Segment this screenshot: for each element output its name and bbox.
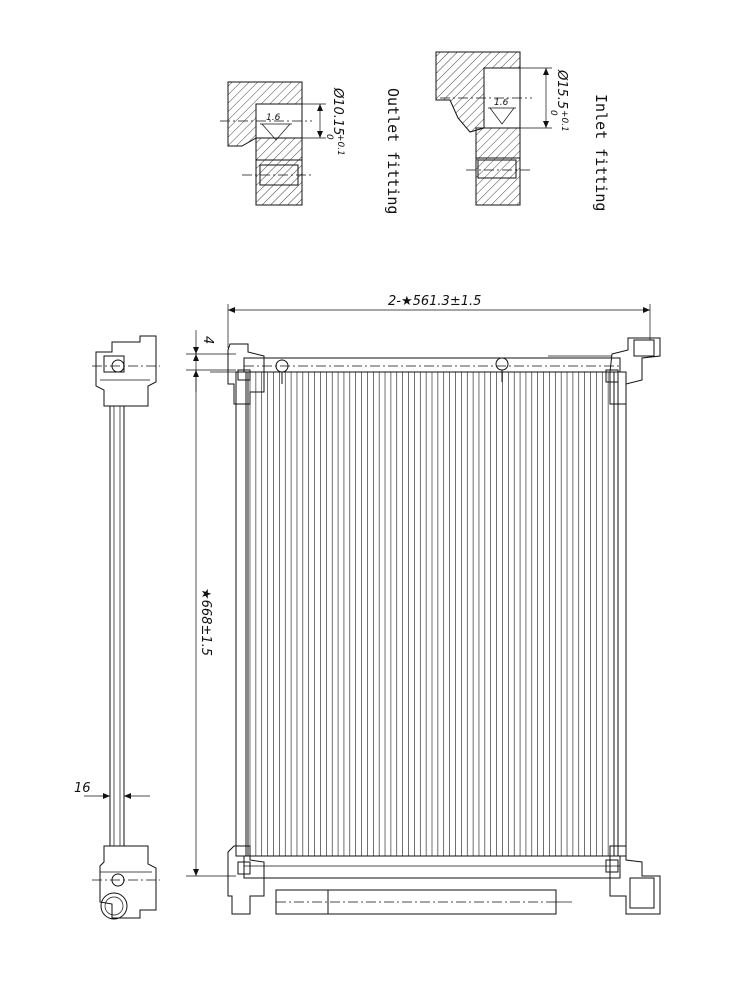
- bottom-header: [243, 855, 621, 879]
- outlet-roughness: 1.6: [266, 113, 281, 123]
- width-dimension: 2-★561.3±1.5: [388, 294, 481, 309]
- inlet-roughness: 1.6: [494, 98, 509, 108]
- outlet-tol-plus: +0.1: [335, 134, 345, 156]
- inlet-tol-minus: 0: [548, 110, 558, 116]
- inlet-fitting-label: Inlet fitting: [592, 94, 610, 211]
- inlet-hatch-bottom: [475, 157, 521, 206]
- top-pin-right: [495, 357, 509, 371]
- top-header: [243, 357, 621, 373]
- outlet-fitting-detail: 1.6 Ø10.15 +0.1 0 Outlet fitting: [220, 81, 402, 214]
- inlet-tol-plus: +0.1: [559, 110, 569, 132]
- left-tank: [235, 371, 249, 857]
- depth-dimension: 16: [74, 781, 91, 796]
- inlet-hatch-top: [435, 51, 521, 133]
- inlet-roughness-symbol: [489, 107, 515, 125]
- inlet-slot: [477, 159, 517, 179]
- height-dimension: ★668±1.5: [198, 588, 213, 656]
- inlet-diameter: Ø15.5: [554, 69, 569, 109]
- condenser-side-view: 16: [74, 335, 160, 920]
- outlet-hatch-top: [227, 81, 303, 147]
- top-offset-dimension: 4: [200, 336, 215, 344]
- right-tank: [613, 371, 627, 857]
- inlet-fitting-detail: 1.6 Ø15.5 +0.1 0 Inlet fitting: [435, 51, 610, 211]
- core-tubes: [249, 372, 615, 856]
- outlet-hatch-lower: [255, 137, 303, 161]
- outlet-fitting-label: Outlet fitting: [384, 88, 402, 214]
- inlet-hatch-mid: [475, 127, 521, 159]
- outlet-hatch-bottom: [255, 159, 303, 206]
- bottom-right-bracket: [609, 845, 661, 915]
- outlet-diameter: Ø10.15: [330, 87, 345, 135]
- side-top-bracket: [95, 335, 157, 407]
- bottom-left-bracket: [227, 845, 265, 915]
- side-bottom-pipe: [100, 892, 128, 920]
- outlet-tol-minus: 0: [324, 134, 334, 140]
- side-bottom-bracket: [99, 845, 157, 919]
- outlet-roughness-symbol: [261, 123, 291, 141]
- top-right-bracket: [609, 337, 661, 405]
- top-left-bracket: [227, 343, 265, 405]
- condenser-front-view: 2-★561.3±1.5 ★668±1.5 4: [186, 294, 661, 915]
